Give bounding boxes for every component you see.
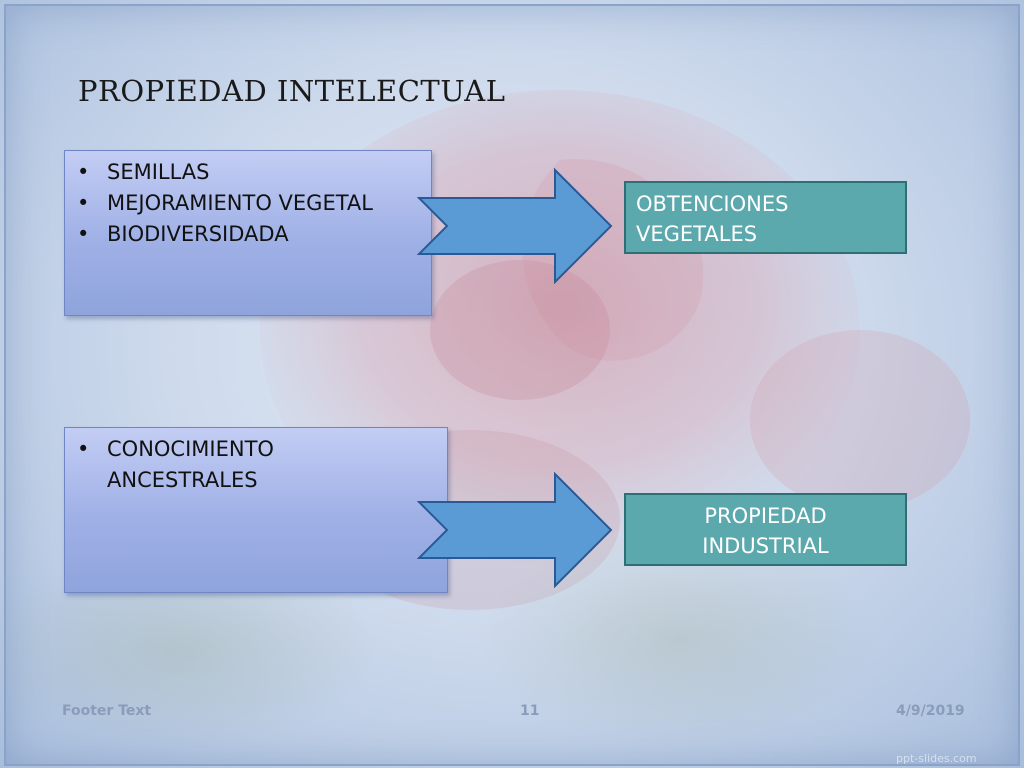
list-item: BIODIVERSIDADA [75,219,421,250]
target-line: PROPIEDAD [704,504,827,528]
list-item: SEMILLAS [75,157,421,188]
footer-text: Footer Text [62,703,152,719]
list-item: MEJORAMIENTO VEGETAL [75,188,421,219]
slide-title: PROPIEDAD INTELECTUAL [78,74,506,108]
ancestral-knowledge-box[interactable]: CONOCIMIENTO ANCESTRALES [64,427,448,593]
target-line: OBTENCIONES [636,192,789,216]
right-arrow-icon[interactable] [417,168,613,284]
target-line: VEGETALES [636,222,758,246]
target-line: INDUSTRIAL [702,534,829,558]
seeds-list: SEMILLAS MEJORAMIENTO VEGETAL BIODIVERSI… [75,157,421,250]
seeds-box[interactable]: SEMILLAS MEJORAMIENTO VEGETAL BIODIVERSI… [64,150,432,316]
plant-varieties-box[interactable]: OBTENCIONES VEGETALES [624,181,907,254]
knowledge-list: CONOCIMIENTO ANCESTRALES [75,434,437,496]
slide-number: 11 [520,703,540,719]
list-item: CONOCIMIENTO ANCESTRALES [75,434,307,496]
industrial-property-box[interactable]: PROPIEDAD INDUSTRIAL [624,493,907,566]
slide-frame [4,4,1020,766]
watermark: ppt-slides.com [896,752,977,765]
footer-date: 4/9/2019 [896,703,965,719]
